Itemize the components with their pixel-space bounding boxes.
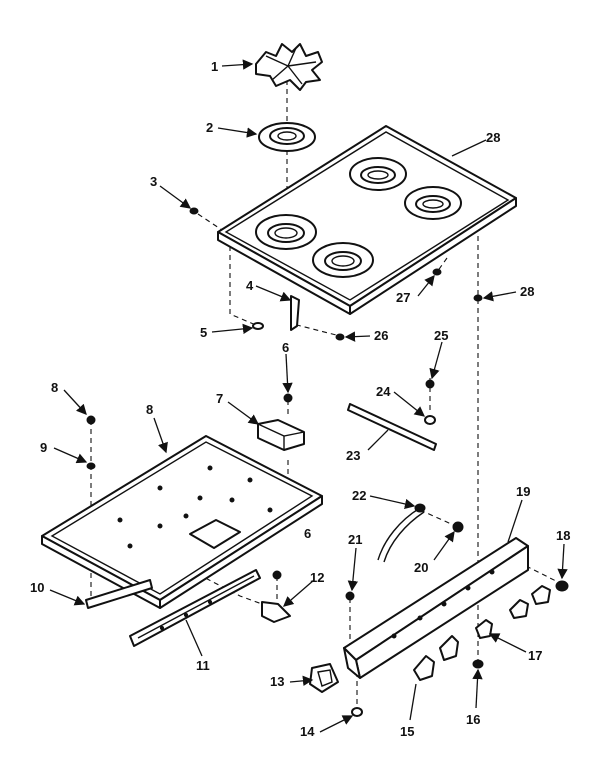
screw-14 <box>351 707 363 717</box>
callout-14: 14 <box>300 724 315 739</box>
callout-20: 20 <box>414 560 428 575</box>
screw-24 <box>424 415 436 425</box>
callout-16: 16 <box>466 712 480 727</box>
screw-18 <box>555 580 569 592</box>
callout-numbers: 1 2 3 4 5 6 7 8 8 9 10 11 12 13 14 15 16… <box>30 59 570 739</box>
callout-13: 13 <box>270 674 284 689</box>
cooktop-main-top <box>217 125 517 315</box>
burner-well-rear-left <box>349 157 407 191</box>
bracket-4 <box>290 295 300 331</box>
clip-5 <box>252 322 264 330</box>
callout-4: 4 <box>246 278 254 293</box>
screw-21 <box>345 591 355 601</box>
screw-6-lower <box>272 570 282 580</box>
callout-15: 15 <box>400 724 414 739</box>
callout-3: 3 <box>150 174 157 189</box>
callout-6-lower: 6 <box>304 526 311 541</box>
clip-12 <box>261 601 291 623</box>
screw-20 <box>452 521 464 533</box>
screw-26 <box>335 333 345 341</box>
screw-3 <box>189 207 199 215</box>
callout-28-lower: 28 <box>520 284 534 299</box>
callout-8-screw: 8 <box>51 380 58 395</box>
callout-22: 22 <box>352 488 366 503</box>
callout-28-upper: 28 <box>486 130 500 145</box>
callout-18: 18 <box>556 528 570 543</box>
callout-27: 27 <box>396 290 410 305</box>
screw-16 <box>472 659 484 669</box>
callout-21: 21 <box>348 532 362 547</box>
callout-23: 23 <box>346 448 360 463</box>
callout-26: 26 <box>374 328 388 343</box>
knob-17 <box>475 585 551 639</box>
callout-8-box: 8 <box>146 402 153 417</box>
callout-19: 19 <box>516 484 530 499</box>
wire-harness-22 <box>377 503 426 563</box>
burner-well-front-left <box>255 214 317 250</box>
leader-lines <box>49 59 568 733</box>
screw-8 <box>86 415 96 425</box>
callout-24: 24 <box>376 384 391 399</box>
callout-25: 25 <box>434 328 448 343</box>
burner-grate <box>255 43 323 91</box>
bracket-7 <box>257 419 305 451</box>
callout-17: 17 <box>528 648 542 663</box>
screw-6-upper <box>283 393 293 403</box>
screw-28-lower <box>473 294 483 302</box>
callout-6-upper: 6 <box>282 340 289 355</box>
callout-12: 12 <box>310 570 324 585</box>
callout-11: 11 <box>196 658 210 673</box>
burner-tube-23 <box>347 403 437 451</box>
drip-bowl <box>258 122 316 152</box>
burner-well-rear-right <box>404 186 462 220</box>
callout-1: 1 <box>211 59 218 74</box>
knob-15 <box>413 635 459 681</box>
callout-9: 9 <box>40 440 47 455</box>
callout-5: 5 <box>200 325 207 340</box>
screw-27 <box>432 268 442 276</box>
screw-9 <box>86 462 96 470</box>
manifold-rail-19 <box>343 537 529 679</box>
callout-10: 10 <box>30 580 44 595</box>
callout-7: 7 <box>216 391 223 406</box>
screw-25 <box>425 379 435 389</box>
burner-well-front-right <box>312 242 374 278</box>
clip-13 <box>309 663 339 693</box>
channel-11 <box>129 569 261 647</box>
burner-box <box>41 435 323 609</box>
callout-2: 2 <box>206 120 213 135</box>
support-rail-10 <box>85 579 153 609</box>
